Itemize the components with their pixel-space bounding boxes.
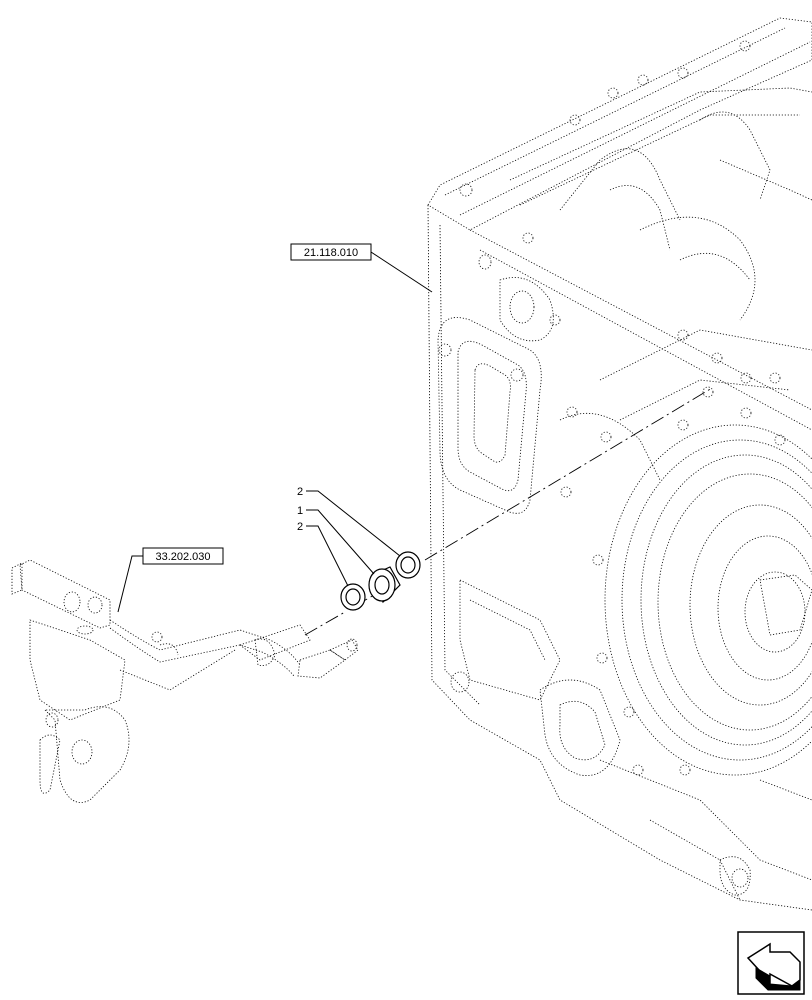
callout-label: 2 [297,486,303,498]
housing-reference-label: 21.118.010 [304,247,358,259]
callout-label: 1 [297,505,303,517]
wiring-harness [11,559,359,803]
seal-ring-inner [340,583,366,611]
seal-ring-outer [395,551,421,579]
harness-reference-label: 33.202.030 [155,551,210,563]
housing-bolt-holes [438,40,786,888]
callout-outer-seal: 2 [297,486,401,557]
spacer [368,566,401,604]
transmission-housing [427,17,812,911]
callout-spacer: 1 [297,505,375,575]
callout-inner-seal: 2 [297,521,349,587]
housing-reference[interactable]: 21.118.010 [290,243,433,293]
assembly-center-line [304,387,713,636]
callout-label: 2 [297,521,303,533]
navigate-back-arrow-icon[interactable] [737,931,805,995]
harness-reference[interactable]: 33.202.030 [117,547,224,613]
